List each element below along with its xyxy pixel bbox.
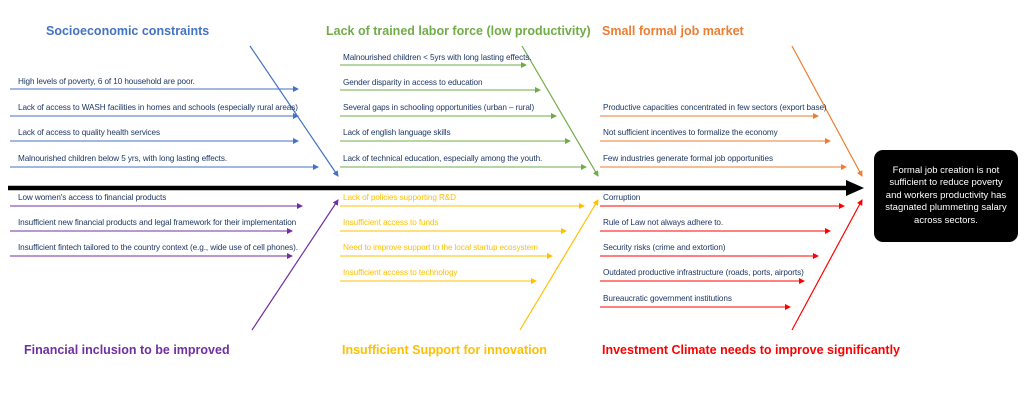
cause-market-2: Not sufficient incentives to formalize t… bbox=[603, 128, 778, 137]
cause-investment-3: Security risks (crime and extortion) bbox=[603, 243, 726, 252]
bone-innovation bbox=[519, 199, 599, 331]
cause-investment-5: Bureaucratic government institutions bbox=[603, 294, 732, 303]
effect-box: Formal job creation is not sufficient to… bbox=[874, 150, 1018, 242]
spine-arrowhead bbox=[846, 180, 864, 196]
cause-financial-1: Low women's access to financial products bbox=[18, 193, 167, 202]
cause-investment-4: Outdated productive infrastructure (road… bbox=[603, 268, 804, 277]
category-title-market: Small formal job market bbox=[602, 24, 744, 38]
cause-market-1: Productive capacities concentrated in fe… bbox=[603, 103, 827, 112]
cause-socio-2: Lack of access to WASH facilities in hom… bbox=[18, 103, 298, 112]
cause-socio-4: Malnourished children below 5 yrs, with … bbox=[18, 154, 228, 163]
effect-text: Formal job creation is not sufficient to… bbox=[885, 165, 1007, 226]
cause-labor-3: Several gaps in schooling opportunities … bbox=[343, 103, 535, 112]
cause-innovation-3: Need to improve support to the local sta… bbox=[343, 243, 538, 252]
cause-labor-2: Gender disparity in access to education bbox=[343, 78, 483, 87]
cause-investment-1: Corruption bbox=[603, 193, 641, 202]
cause-market-3: Few industries generate formal job oppor… bbox=[603, 154, 773, 163]
cause-socio-3: Lack of access to quality health service… bbox=[18, 128, 160, 137]
cause-socio-1: High levels of poverty, 6 of 10 househol… bbox=[18, 77, 195, 86]
category-title-investment: Investment Climate needs to improve sign… bbox=[602, 343, 900, 357]
cause-innovation-4: Insufficient access to technology bbox=[343, 268, 458, 277]
cause-labor-4: Lack of english language skills bbox=[343, 128, 451, 137]
bone-financial bbox=[251, 199, 339, 331]
cause-labor-1: Malnourished children < 5yrs with long l… bbox=[343, 53, 532, 62]
category-title-labor: Lack of trained labor force (low product… bbox=[326, 24, 591, 38]
cause-labor-5: Lack of technical education, especially … bbox=[343, 154, 543, 163]
bone-market bbox=[791, 45, 863, 177]
cause-financial-2: Insufficient new financial products and … bbox=[18, 218, 297, 227]
category-title-innovation: Insufficient Support for innovation bbox=[342, 343, 547, 357]
cause-financial-3: Insufficient fintech tailored to the cou… bbox=[18, 243, 298, 252]
bone-labor bbox=[521, 45, 599, 177]
category-title-socio: Socioeconomic constraints bbox=[46, 24, 210, 38]
cause-innovation-1: Lack of policies supporting R&D bbox=[343, 193, 456, 202]
bone-socio bbox=[249, 45, 339, 177]
category-title-financial: Financial inclusion to be improved bbox=[24, 343, 230, 357]
cause-investment-2: Rule of Law not always adhere to. bbox=[603, 218, 724, 227]
bone-investment bbox=[791, 199, 863, 331]
cause-innovation-2: Insufficient access to funds bbox=[343, 218, 439, 227]
